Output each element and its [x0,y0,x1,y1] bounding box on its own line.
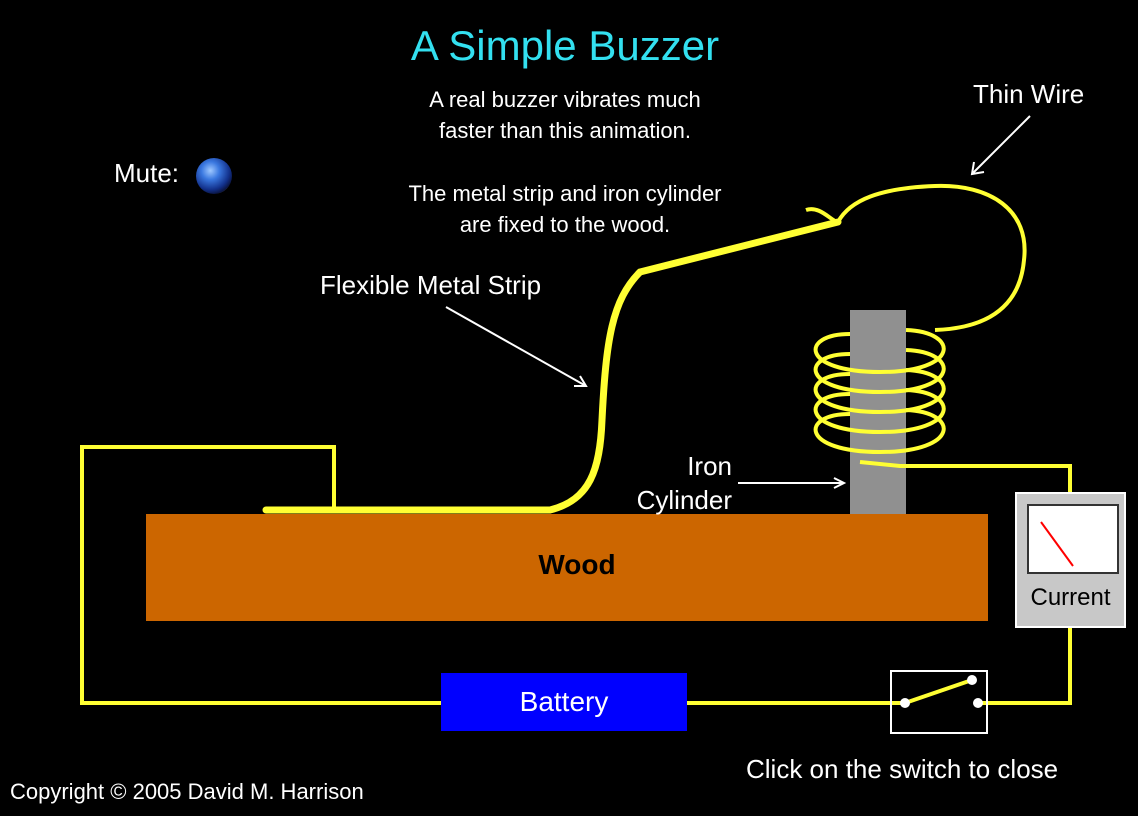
wire-left [80,445,441,705]
battery-label: Battery [519,686,609,717]
battery[interactable]: Battery [441,673,687,731]
iron-label-line: Iron [687,451,732,481]
note-speed: A real buzzer vibrates much faster than … [365,84,765,146]
iron-label-line: Cylinder [636,485,732,515]
current-meter: Current [1015,492,1126,628]
note-line: A real buzzer vibrates much [429,87,701,112]
meter-label: Current [1030,584,1111,611]
switch[interactable] [890,670,988,734]
pointer-arrows [445,115,1031,489]
flexible-strip-label: Flexible Metal Strip [320,270,542,300]
wood-block [146,514,988,621]
arrow-flexible-strip [445,306,587,387]
meter-face [1027,504,1119,574]
page-title: A Simple Buzzer [410,22,720,69]
flexible-metal-strip [262,218,842,514]
note-line: are fixed to the wood. [459,212,671,237]
wire-right [978,628,1072,705]
note-fixed: The metal strip and iron cylinder are fi… [365,178,765,240]
coil [813,328,946,455]
iron-cylinder-label: Iron Cylinder [625,449,732,517]
mute-label: Mute: [114,158,180,188]
wire-coil-lead [859,460,1072,492]
note-line: faster than this animation. [439,118,691,143]
switch-instruction: Click on the switch to close [746,754,1059,784]
meter-needle [1040,521,1074,567]
note-line: The metal strip and iron cylinder [408,181,722,206]
switch-mechanism [900,675,983,708]
copyright: Copyright © 2005 David M. Harrison [10,779,364,804]
wood-label: Wood [538,549,616,580]
thin-wire-label: Thin Wire [973,79,1085,109]
mute-button[interactable] [196,158,232,194]
thin-wire [805,183,1027,332]
arrow-thin-wire [971,115,1031,175]
